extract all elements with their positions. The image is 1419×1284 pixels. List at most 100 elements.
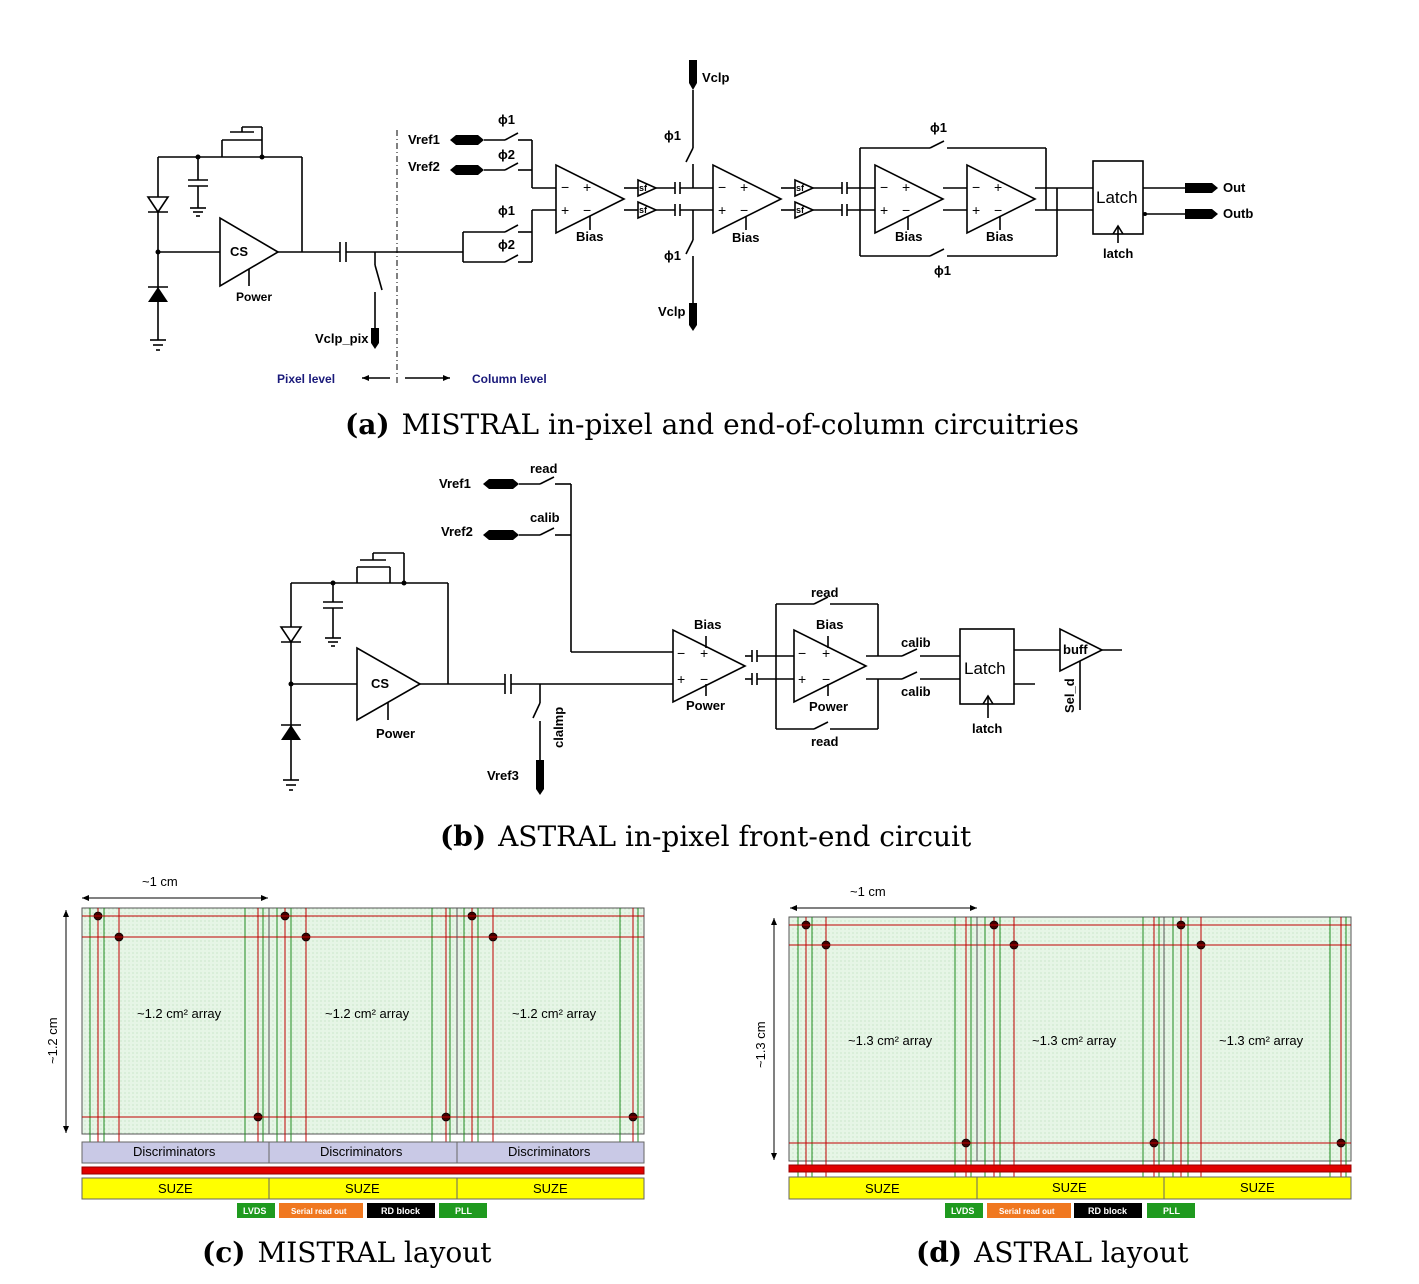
vclp-pix-pin: [371, 328, 379, 349]
c-suze-label-1: SUZE: [158, 1181, 193, 1196]
caption-c-label: (c): [202, 1236, 246, 1269]
phi1-label-3: ϕ1: [664, 128, 681, 143]
b-read-label: read: [530, 461, 558, 476]
c-suze-3: [456, 1177, 645, 1200]
c-array-label-1: ~1.2 cm² array: [137, 1006, 222, 1021]
d-rd-label: RD block: [1088, 1206, 1128, 1216]
vref2-pin: [450, 165, 484, 175]
sf-1a-icon: [637, 178, 658, 198]
b-sel-d-label: Sel_d: [1062, 678, 1077, 713]
c-pll-label: PLL: [455, 1206, 473, 1216]
d-lvds-block: [945, 1203, 983, 1218]
d-suze-label-2: SUZE: [1052, 1180, 1087, 1195]
d-pll-label: PLL: [1163, 1206, 1181, 1216]
b-vref2-pin: [483, 530, 519, 540]
vref1-label: Vref1: [408, 132, 440, 147]
figure-b-schematic: Vref1 read Vref2 calib CS Power: [279, 461, 1122, 795]
svg-text:−: −: [994, 202, 1002, 218]
d-lvds-label: LVDS: [951, 1206, 974, 1216]
svg-text:−: −: [740, 202, 748, 218]
c-cell-3: [463, 908, 639, 1142]
c-suze-label-3: SUZE: [533, 1181, 568, 1196]
svg-text:−: −: [583, 202, 591, 218]
d-array-label-1: ~1.3 cm² array: [848, 1033, 933, 1048]
b-calib-label-2: calib: [901, 635, 931, 650]
cs-label: CS: [230, 244, 248, 259]
b-power-label-3: Power: [809, 699, 848, 714]
c-cell-2: [276, 908, 451, 1142]
caption-c-text: MISTRAL layout: [258, 1236, 493, 1269]
svg-text:+: +: [583, 179, 591, 195]
vclp-bottom-pin: [689, 303, 697, 331]
svg-text:+: +: [822, 645, 830, 661]
vclp-top-label: Vclp: [702, 70, 730, 85]
caption-a-label: (a): [345, 408, 390, 441]
figure-d-layout: ~1 cm ~1.3 cm ~1: [753, 884, 1352, 1218]
b-vref3-pin: [536, 760, 544, 795]
c-width-label: ~1 cm: [142, 874, 178, 889]
svg-text:+: +: [561, 202, 569, 218]
sf-2b-icon: [794, 200, 815, 220]
d-suze-3: [1163, 1176, 1352, 1200]
sf-label-4: sf: [796, 205, 805, 215]
caption-c: (c) MISTRAL layout: [202, 1236, 492, 1269]
vclp-pix-label: Vclp_pix: [315, 331, 369, 346]
latch-box-label: Latch: [1096, 188, 1138, 207]
preamp-2-icon: [712, 163, 783, 235]
b-bias-label-2: Bias: [816, 617, 843, 632]
power-label: Power: [236, 290, 272, 304]
svg-text:−: −: [798, 645, 806, 661]
phi1-label-4: ϕ1: [664, 248, 681, 263]
outb-pin: [1185, 209, 1218, 219]
out-label: Out: [1223, 180, 1246, 195]
vclp-bottom-label: Vclp: [658, 304, 686, 319]
c-discriminators-label-1: Discriminators: [133, 1144, 216, 1159]
diode-icon: [146, 196, 170, 214]
c-rd-block: [367, 1203, 435, 1218]
outb-label: Outb: [1223, 206, 1253, 221]
comparator-1-icon: [874, 163, 945, 235]
b-bias-label-1: Bias: [694, 617, 721, 632]
b-clalmp-label: clalmp: [551, 707, 566, 748]
svg-text:+: +: [994, 179, 1002, 195]
d-array-label-3: ~1.3 cm² array: [1219, 1033, 1304, 1048]
b-vref1-pin: [483, 479, 519, 489]
b-diode-icon: [279, 626, 303, 644]
svg-text:+: +: [740, 179, 748, 195]
svg-text:+: +: [902, 179, 910, 195]
bias-label-4: Bias: [986, 229, 1013, 244]
d-serial-label: Serial read out: [999, 1207, 1055, 1216]
column-level-label: Column level: [472, 372, 547, 386]
svg-text:−: −: [902, 202, 910, 218]
caption-d-label: (d): [916, 1236, 962, 1269]
b-vref1-label: Vref1: [439, 476, 471, 491]
c-lvds-block: [237, 1203, 275, 1218]
b-cs-label: CS: [371, 676, 389, 691]
svg-text:−: −: [718, 179, 726, 195]
d-height-label: ~1.3 cm: [753, 1021, 768, 1068]
caption-a: (a) MISTRAL in-pixel and end-of-column ci…: [345, 408, 1079, 441]
d-pll-block: [1147, 1203, 1195, 1218]
pixel-level-label: Pixel level: [277, 372, 335, 386]
bias-label-1: Bias: [576, 229, 603, 244]
b-latch-box-label: Latch: [964, 659, 1006, 678]
c-discriminators-label-2: Discriminators: [320, 1144, 403, 1159]
svg-text:−: −: [822, 671, 830, 687]
d-suze-label-1: SUZE: [865, 1181, 900, 1196]
b-buff-label: buff: [1063, 642, 1088, 657]
svg-text:+: +: [880, 202, 888, 218]
svg-text:+: +: [700, 645, 708, 661]
phi2-label: ϕ2: [498, 147, 515, 162]
svg-text:−: −: [880, 179, 888, 195]
caption-b-text: ASTRAL in-pixel front-end circuit: [497, 820, 972, 853]
b-power-label-2: Power: [686, 698, 725, 713]
caption-a-text: MISTRAL in-pixel and end-of-column circu…: [402, 408, 1079, 441]
phi1-label: ϕ1: [498, 112, 515, 127]
c-discriminators-label-3: Discriminators: [508, 1144, 591, 1159]
c-height-label: ~1.2 cm: [45, 1017, 60, 1064]
d-serial-block: [987, 1203, 1071, 1218]
d-array-label-2: ~1.3 cm² array: [1032, 1033, 1117, 1048]
svg-text:+: +: [972, 202, 980, 218]
diode-filled-icon: [148, 287, 168, 302]
